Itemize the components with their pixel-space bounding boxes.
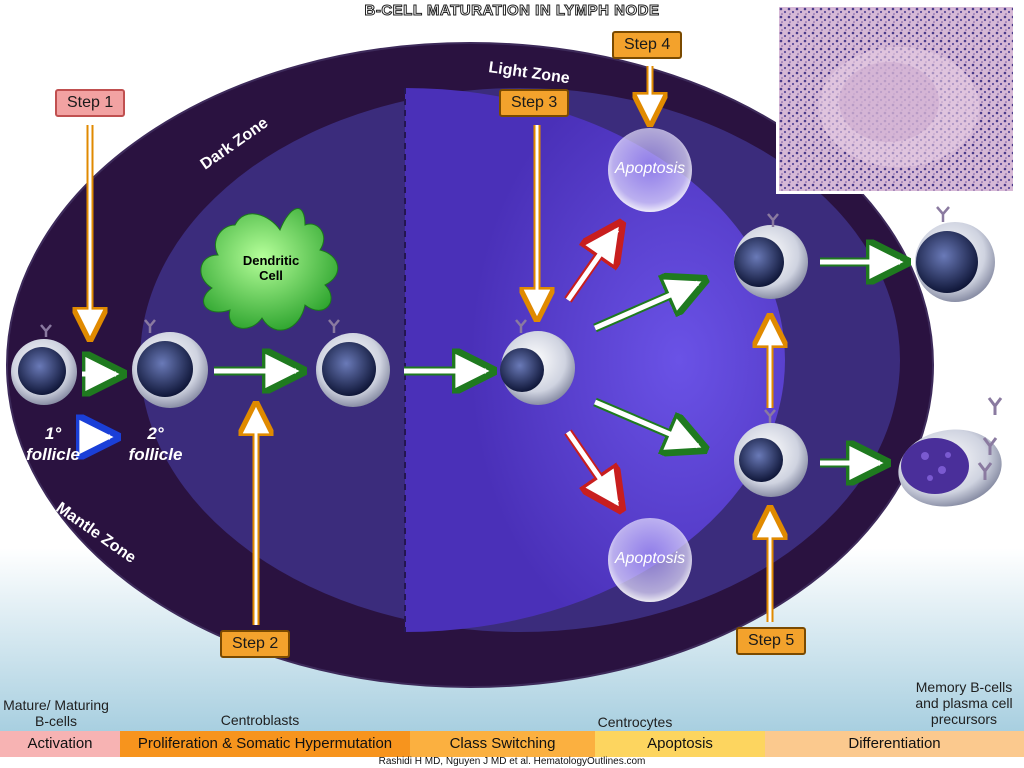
page-title: B-CELL MATURATION IN LYMPH NODE [364,2,660,20]
b-cell-4 [500,319,575,405]
process-class-switching: Class Switching [410,731,595,757]
b-cell-6 [734,409,808,497]
process-differentiation: Differentiation [765,731,1024,757]
step5-label: Step 5 [736,627,807,655]
primary-follicle-label: 1°follicle [26,424,80,464]
b-cell-2 [132,319,208,408]
dendritic-cell-shape [200,208,338,331]
memory-b-cell [915,206,995,302]
histology-image [779,7,1013,191]
phase-centroblasts: Centroblasts [220,712,300,728]
process-activation: Activation [0,731,120,757]
arrow-5-inner [594,399,699,449]
step3-label: Step 3 [499,89,570,117]
apoptotic-cell-bottom [608,518,692,602]
apoptosis-label-bottom: Apoptosis [614,550,686,567]
secondary-follicle-label: 2°follicle [128,424,183,464]
phase-memory: Memory B-cells and plasma cell precursor… [915,679,1013,727]
dendritic-cell-label: Dendritic Cell [242,253,300,283]
b-cell-1 [11,324,77,405]
plasma-cell [898,397,1003,507]
credit-line: Rashidi H MD, Nguyen J MD et al. Hematol… [378,756,646,767]
process-apoptosis: Apoptosis [595,731,765,757]
arrow-apoptosis-down-inner [565,430,620,505]
apoptosis-label-top: Apoptosis [614,160,686,177]
phase-centrocytes: Centrocytes [597,714,673,730]
arrow-apoptosis-up-inner [565,228,620,302]
b-cell-5 [734,213,808,299]
process-proliferation: Proliferation & Somatic Hypermutation [120,731,410,757]
step2-label: Step 2 [220,630,291,658]
histology-micrograph [776,4,1016,194]
apoptotic-cell-top [608,128,692,212]
phase-mature: Mature/ Maturing B-cells [3,697,109,729]
b-cell-3 [316,319,390,407]
arrow-4-inner [593,280,700,331]
light-zone-region [405,88,785,632]
step4-label: Step 4 [612,31,683,59]
step1-label: Step 1 [55,89,126,117]
